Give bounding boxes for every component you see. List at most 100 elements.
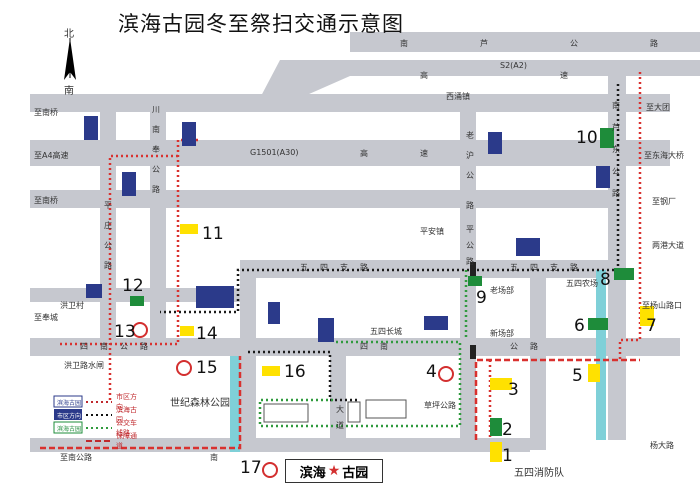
marker-1: 1 xyxy=(502,446,513,466)
marker-11: 11 xyxy=(202,224,224,244)
road-label-chuannan-3: 公 xyxy=(152,165,160,174)
marker-5: 5 xyxy=(572,366,583,386)
road-label-chuannan-0: 川 xyxy=(152,105,160,114)
sign-6 xyxy=(588,318,608,330)
legend-box-1: 滨海古园 xyxy=(57,400,82,407)
south-label: 南 xyxy=(64,86,74,97)
road-label-wusi-zhi-e-0: 五 xyxy=(510,263,518,272)
road-label-wusi-zhi-e-3: 路 xyxy=(570,263,578,272)
place-wusi-farm: 五四农场 xyxy=(566,279,598,288)
black-route-top xyxy=(160,84,620,314)
no-parking-icon-15 xyxy=(176,360,192,376)
road-network xyxy=(30,32,700,452)
sign-11 xyxy=(180,224,198,234)
road-s2-upper xyxy=(350,32,700,52)
place-caoping: 草坪公路 xyxy=(424,401,456,410)
road-label-zhigangchang: 至钢厂 xyxy=(652,197,676,206)
road-label-sinan-w-3: 路 xyxy=(140,342,148,351)
road-v-chuan xyxy=(150,94,166,354)
marker-8: 8 xyxy=(600,270,611,290)
sign-icons xyxy=(84,116,654,478)
road-label-lao-hu-2: 公 xyxy=(466,171,474,180)
landmarks xyxy=(263,399,407,423)
road-g1501 xyxy=(30,140,670,166)
road-hongwei xyxy=(30,288,240,302)
sign-blue-2 xyxy=(84,116,98,140)
marker-15: 15 xyxy=(196,358,218,378)
marker-6: 6 xyxy=(574,316,585,336)
legend-label-2: 滨海古园 xyxy=(116,405,137,424)
road-wusi-zhi xyxy=(240,260,610,278)
road-label-gaosu-1: 速 xyxy=(560,71,568,80)
legend: 市区方向 滨海古园 公交车线路 保障通道 xyxy=(54,392,138,450)
building-3 xyxy=(347,401,361,423)
marker-13: 13 xyxy=(114,322,136,342)
brand-right: 古园 xyxy=(342,465,369,481)
sign-1 xyxy=(490,442,502,462)
road-label-g1501: G1501(A30) xyxy=(250,148,299,157)
red-route-right-bottom xyxy=(474,358,640,440)
road-label-gaosu2-1: 速 xyxy=(420,149,428,158)
sign-blue-6 xyxy=(516,238,540,256)
road-label-sinan-3: 路 xyxy=(530,342,538,351)
place-hongwei: 洪卫村 xyxy=(60,301,84,310)
marker-17: 17 xyxy=(240,458,262,478)
road-label-nan-bottom: 南 xyxy=(210,453,218,462)
road-label-a4: 至A4高速 xyxy=(34,151,69,160)
place-xiyong: 西涌镇 xyxy=(446,92,470,101)
legend-box-2: 市区方向 xyxy=(57,413,82,420)
sign-9 xyxy=(468,276,482,286)
road-zhinan-mid xyxy=(30,190,620,208)
road-label-gaosu2-0: 高 xyxy=(360,149,368,158)
marker-4: 4 xyxy=(426,362,437,382)
sign-7 xyxy=(640,306,654,326)
road-v-west xyxy=(100,94,116,354)
road-sinan xyxy=(30,338,680,356)
road-label-chuannan-2: 奉 xyxy=(152,145,160,154)
legend-label-3: 公交车线路 xyxy=(116,418,137,437)
road-label-wusi-zhi-2: 支 xyxy=(340,263,348,272)
road-label-sinan-2: 公 xyxy=(510,342,518,351)
sign-blue-9 xyxy=(318,318,334,342)
road-label-pingan-gong-0: 平 xyxy=(466,225,474,234)
road-label-pingzhuang-2: 公 xyxy=(104,241,112,250)
map-title: 滨海古园冬至祭扫交通示意图 xyxy=(118,12,404,36)
no-parking-icon-4 xyxy=(438,366,454,382)
road-label-nanfeng-3: 公 xyxy=(612,167,620,176)
marker-12: 12 xyxy=(122,276,144,296)
sign-2 xyxy=(490,418,502,436)
north-label: 北 xyxy=(64,29,74,40)
road-label-nanfeng-2: 东 xyxy=(612,145,620,154)
road-label-dadao-1: 道 xyxy=(336,421,344,430)
place-hongwei-shuizha: 洪卫路水闸 xyxy=(64,361,104,370)
sign-16 xyxy=(262,366,280,376)
place-xinchangbu: 新场部 xyxy=(490,329,514,338)
marker-7: 7 xyxy=(646,316,657,336)
road-label-nanlu-2: 公 xyxy=(570,39,578,48)
road-label-jinan: 至南公路 xyxy=(60,453,92,462)
legend-label-1: 市区方向 xyxy=(116,392,137,411)
road-label-lao-hu-0: 老 xyxy=(466,131,474,140)
road-label-lao-hu-1: 沪 xyxy=(466,151,474,160)
road-label-pingzhuang-0: 平 xyxy=(104,201,112,210)
sign-blue-10 xyxy=(424,316,448,330)
black-routes xyxy=(160,84,620,402)
marker-3: 3 xyxy=(508,380,519,400)
brand-left: 滨海 xyxy=(299,465,326,481)
star-icon: ★ xyxy=(327,463,341,479)
road-label-zhidatuan: 至大团 xyxy=(646,103,670,112)
road-label-liangnan: 两港大道 xyxy=(652,241,684,250)
sign-5 xyxy=(588,364,600,382)
legend-box-3: 滨海古园 xyxy=(57,426,82,433)
water-channel xyxy=(230,356,240,452)
road-label-nanlu-3: 路 xyxy=(650,39,658,48)
black-route-center xyxy=(248,350,360,402)
road-label-wusi-zhi-0: 五 xyxy=(300,263,308,272)
sign-3 xyxy=(490,378,512,390)
road-label-nanlu-0: 南 xyxy=(400,39,408,48)
no-parking-icon-13 xyxy=(132,322,148,338)
sign-12 xyxy=(130,296,144,306)
road-label-chuannan-4: 路 xyxy=(152,185,160,194)
road-label-nanfeng-1: 芦 xyxy=(612,123,620,132)
sign-blue-3 xyxy=(122,172,136,196)
